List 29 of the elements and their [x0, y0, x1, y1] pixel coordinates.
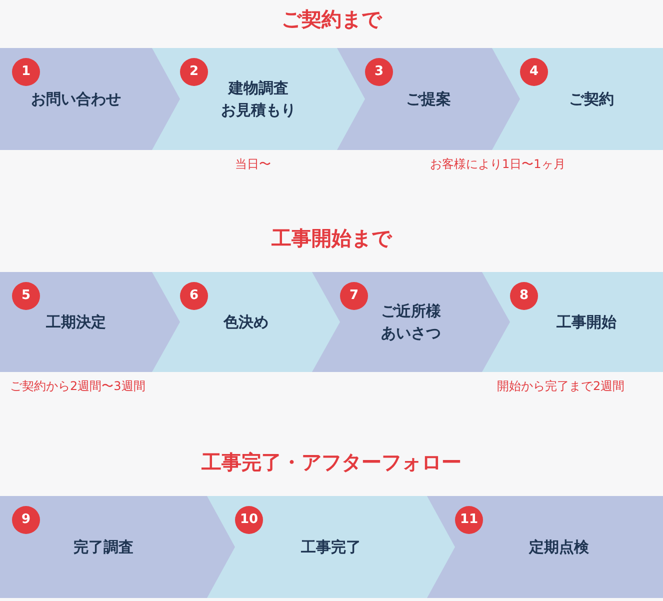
step-number-badge: 11: [455, 506, 483, 534]
chevron-step: [0, 48, 180, 150]
step-label: お見積もり: [221, 100, 296, 121]
step-label: 工期決定: [46, 312, 106, 333]
chevron-step: [0, 272, 180, 372]
section-heading: 工事開始まで: [272, 225, 392, 251]
step-label: 工事完了: [301, 537, 361, 558]
step-label: ご近所様: [381, 301, 441, 322]
duration-note: お客様により1日〜1ヶ月: [430, 156, 566, 172]
step-label: あいさつ: [381, 323, 441, 344]
step-label: ご契約: [569, 89, 614, 110]
section-heading: 工事完了・アフターフォロー: [202, 449, 462, 475]
step-label: ご提案: [406, 89, 451, 110]
duration-note: 開始から完了まで2週間: [497, 378, 625, 394]
chevron-step: [455, 496, 663, 598]
section-heading: ご契約まで: [282, 6, 382, 32]
step-label: 完了調査: [74, 537, 134, 558]
step-label: 工事開始: [556, 312, 616, 333]
step-label: 定期点検: [529, 537, 589, 558]
step-number-badge: 4: [520, 58, 548, 86]
duration-note: ご契約から2週間〜3週間: [10, 378, 146, 394]
step-label: お問い合わせ: [31, 89, 121, 110]
chevron-step: [510, 272, 663, 372]
step-label: 色決め: [224, 312, 268, 333]
chevron-step: [520, 48, 663, 150]
duration-note: 当日〜: [235, 156, 271, 172]
chevron-step: [0, 496, 235, 598]
step-number-badge: 8: [510, 282, 538, 310]
step-label: 建物調査: [226, 78, 290, 99]
